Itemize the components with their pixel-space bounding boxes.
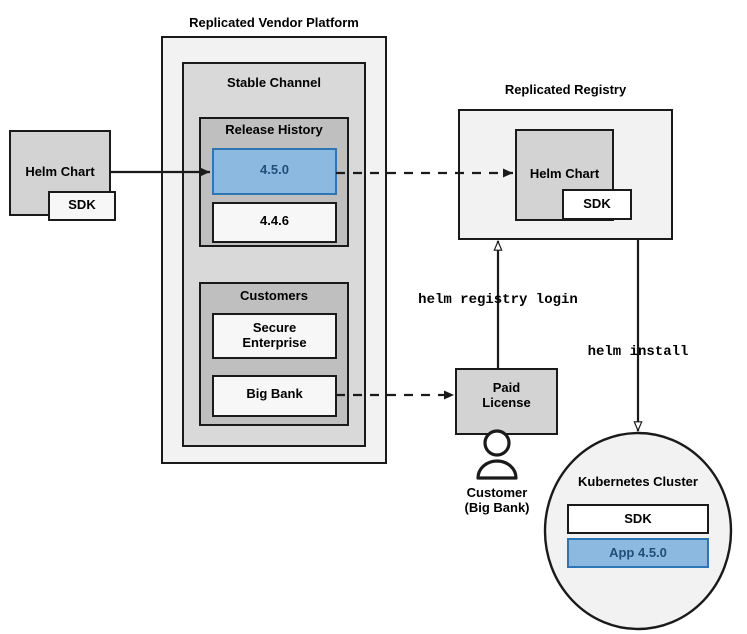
customer-box-secure-enterprise[interactable] xyxy=(212,313,337,359)
registry-helm-chart-sdk-box[interactable] xyxy=(562,189,632,220)
customer-box-big-bank[interactable] xyxy=(212,375,337,417)
release-box-4-5-0[interactable] xyxy=(212,148,337,195)
release-box-4-4-6[interactable] xyxy=(212,202,337,243)
person-icon xyxy=(476,429,518,480)
cluster-sdk-box[interactable] xyxy=(567,504,709,534)
paid-license-box[interactable] xyxy=(455,368,558,435)
cluster-app-box[interactable] xyxy=(567,538,709,568)
source-helm-chart-sdk-box[interactable] xyxy=(48,191,116,221)
